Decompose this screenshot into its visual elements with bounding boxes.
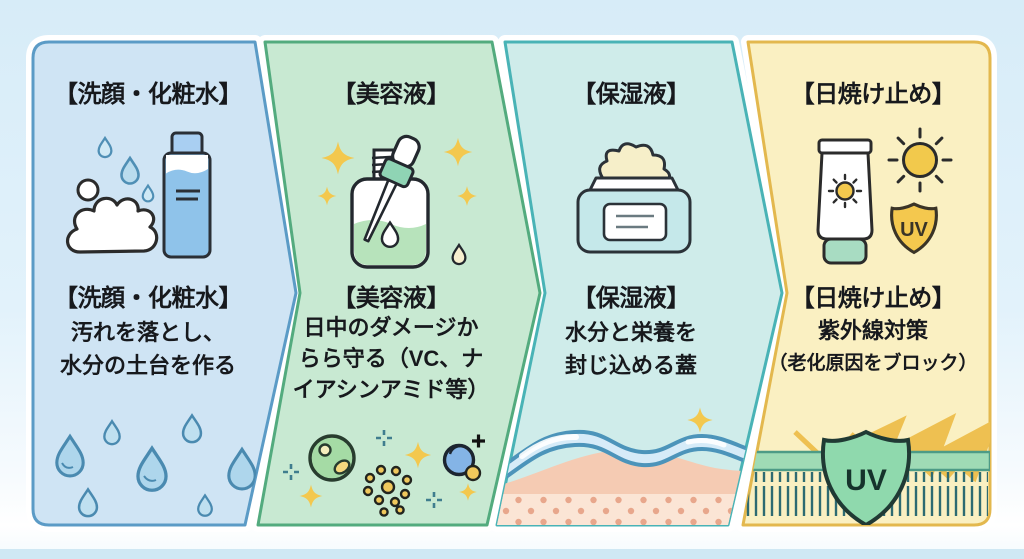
uv-barrier-illustration: UV bbox=[743, 430, 990, 525]
dropper-icon bbox=[363, 134, 467, 266]
bubble-icon bbox=[442, 434, 485, 482]
toner-bottle-icon bbox=[162, 131, 212, 259]
water-drops-illustration bbox=[55, 414, 257, 518]
footer-band bbox=[0, 549, 1024, 559]
uv-shield-icon: UV bbox=[890, 202, 938, 255]
panel3-mid-title: 【保湿液】 bbox=[572, 285, 690, 312]
panel3-desc-line1: 水分と栄養を bbox=[564, 320, 697, 345]
plus-icon bbox=[283, 430, 442, 508]
panel3-description: 水分と栄養を 封じ込める蓋 bbox=[520, 316, 742, 382]
panel1-title: 【洗顔・化粧水】 bbox=[54, 81, 243, 108]
panel1-desc-line2: 水分の土台を作る bbox=[59, 353, 236, 378]
uv-shield-icon-label: UV bbox=[900, 219, 928, 241]
panel3-desc-line2: 封じ込める蓋 bbox=[564, 353, 697, 378]
sunscreen-tube-icon bbox=[816, 138, 874, 265]
panel1-description: 汚れを落とし、 水分の土台を作る bbox=[36, 316, 260, 382]
panel4-desc-line1: 紫外線対策 bbox=[817, 318, 928, 343]
panel-cleanser-toner bbox=[31, 40, 298, 527]
panel4-description: 紫外線対策 （老化原因をブロック） bbox=[760, 314, 986, 380]
foam-icon bbox=[66, 178, 159, 254]
cell-icon bbox=[308, 434, 356, 482]
panel1-mid-title: 【洗顔・化粧水】 bbox=[54, 285, 243, 312]
panel4-desc-line2: （老化原因をブロック） bbox=[768, 353, 978, 374]
cream-jar-icon bbox=[576, 142, 692, 254]
panel2-desc-line1: 日中のダメージか bbox=[303, 315, 479, 340]
panel2-desc-line3: イアシンアミド等） bbox=[292, 377, 490, 402]
uv-barrier-label: UV bbox=[845, 464, 887, 497]
panel2-mid-title: 【美容液】 bbox=[332, 285, 450, 312]
panel2-description: 日中のダメージか らら守る（VC、ナ イアシンアミド等） bbox=[280, 312, 502, 405]
panel4-title: 【日焼け止め】 bbox=[790, 81, 956, 108]
sun-icon bbox=[887, 127, 953, 193]
panel1-desc-line1: 汚れを落とし、 bbox=[70, 320, 225, 345]
panel-serum bbox=[256, 40, 542, 527]
panel4-mid-title: 【日焼け止め】 bbox=[790, 285, 956, 312]
panel2-title: 【美容液】 bbox=[332, 81, 450, 108]
panel2-desc-line2: らら守る（VC、ナ bbox=[298, 346, 484, 371]
panel3-title: 【保湿液】 bbox=[572, 81, 690, 108]
molecule-dots-icon bbox=[362, 464, 413, 517]
